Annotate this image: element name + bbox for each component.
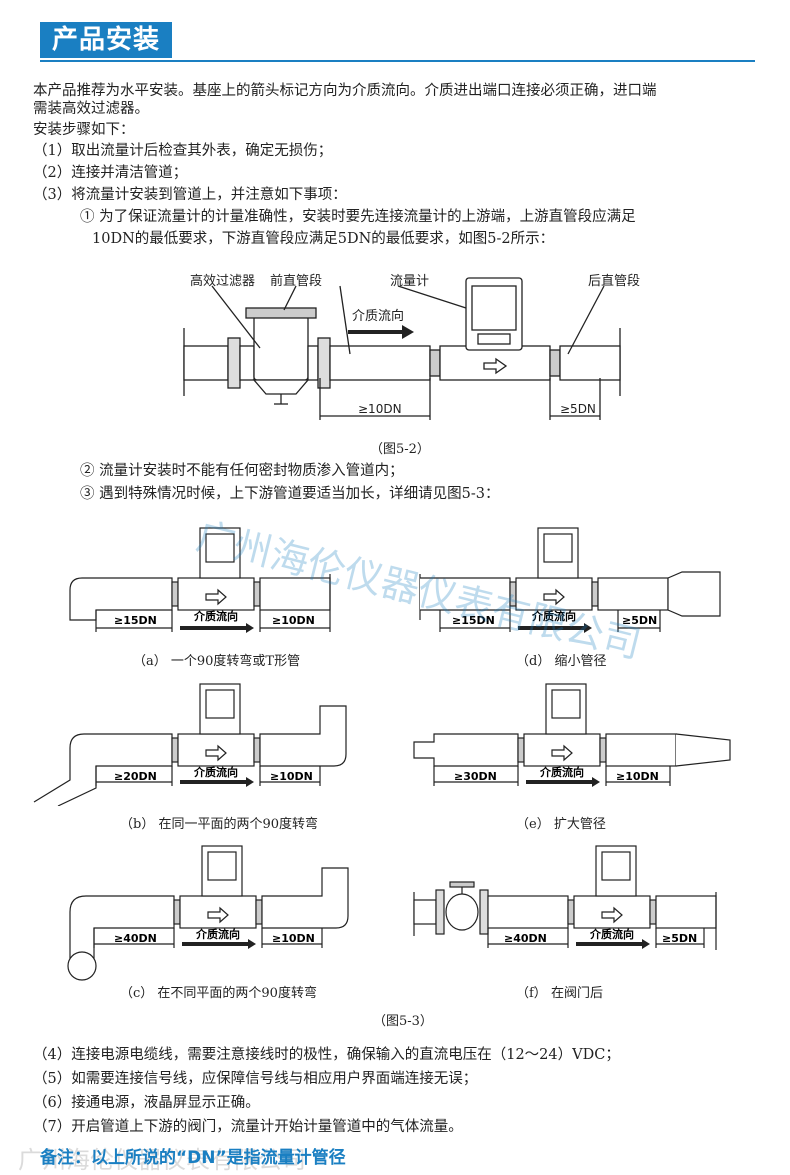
front-section-label: 前直管段 bbox=[270, 273, 322, 289]
title-divider bbox=[40, 60, 755, 62]
back-section-label: 后直管段 bbox=[588, 274, 640, 289]
fig-f-flow-label: 介质流向 bbox=[589, 927, 634, 941]
fig-f-downstream-dim: ≥5DN bbox=[662, 932, 697, 945]
step-2: （2）连接并清洁管道； bbox=[33, 165, 188, 181]
step-4: （4）连接电源电缆线，需要注意接线时的极性，确保输入的直流电压在（12～24）V… bbox=[33, 1047, 620, 1063]
step-1: （1）取出流量计后检查其外表，确定无损伤； bbox=[33, 143, 333, 159]
filter-label: 高效过滤器 bbox=[190, 273, 255, 289]
step-3-note-2: ② 流量计安装时不能有任何密封物质渗入管道内； bbox=[80, 463, 404, 479]
fig-d-flow-label: 介质流向 bbox=[531, 609, 576, 623]
fig-d-caption: （d） 缩小管径 bbox=[516, 654, 607, 669]
fig-c-caption: （c） 在不同平面的两个90度转弯 bbox=[120, 986, 317, 1001]
footnote: 备注：以上所说的“DN”是指流量计管径 bbox=[40, 1148, 346, 1168]
downstream-dim-label: ≥5DN bbox=[560, 402, 596, 416]
fig-f-caption: （f） 在阀门后 bbox=[516, 986, 603, 1001]
figure-5-3-a: ≥15DN 介质流向 ≥10DN bbox=[69, 527, 331, 633]
step-3-note-3: ③ 遇到特殊情况时候，上下游管道要适当加长，详细请见图5-3： bbox=[80, 486, 500, 502]
footer-watermark: 广州海伦仪器仪表有限公司 bbox=[18, 1146, 306, 1174]
fig-a-flow-label: 介质流向 bbox=[193, 609, 238, 623]
page-title: 产品安装 bbox=[40, 22, 172, 58]
figure-5-3-d: ≥15DN 介质流向 ≥5DN bbox=[419, 527, 721, 633]
fig-b-flow-label: 介质流向 bbox=[193, 765, 238, 779]
step-5: （5）如需要连接信号线，应保障信号线与相应用户界面端连接无误； bbox=[33, 1071, 478, 1087]
fig-a-upstream-dim: ≥15DN bbox=[114, 614, 157, 627]
fig-d-upstream-dim: ≥15DN bbox=[452, 614, 495, 627]
fig-b-caption: （b） 在同一平面的两个90度转弯 bbox=[120, 817, 318, 832]
fig-a-caption: （a） 一个90度转弯或T形管 bbox=[133, 654, 301, 669]
step-7: （7）开启管道上下游的阀门，流量计开始计量管道中的气体流量。 bbox=[33, 1119, 463, 1135]
fig-e-flow-label: 介质流向 bbox=[539, 765, 584, 779]
intro-line-3: 安装步骤如下： bbox=[33, 122, 135, 138]
upstream-dim-label: ≥10DN bbox=[358, 402, 402, 416]
intro-line-1: 本产品推荐为水平安装。基座上的箭头标记方向为介质流向。介质进出端口连接必须正确，… bbox=[33, 83, 657, 99]
figure-5-3-b: ≥20DN 介质流向 ≥10DN bbox=[33, 683, 347, 806]
fig-c-upstream-dim: ≥40DN bbox=[114, 932, 157, 945]
figure-5-3-c: ≥40DN 介质流向 ≥10DN bbox=[67, 845, 349, 981]
meter-label: 流量计 bbox=[390, 274, 429, 289]
fig-c-flow-label: 介质流向 bbox=[195, 927, 240, 941]
fig-e-downstream-dim: ≥10DN bbox=[616, 770, 659, 783]
fig-a-downstream-dim: ≥10DN bbox=[272, 614, 315, 627]
intro-line-2: 需装高效过滤器。 bbox=[33, 101, 149, 117]
fig-f-upstream-dim: ≥40DN bbox=[504, 932, 547, 945]
fig-e-upstream-dim: ≥30DN bbox=[454, 770, 497, 783]
step-3-note-1-cont: 10DN的最低要求，下游直管段应满足5DN的最低要求，如图5-2所示： bbox=[92, 231, 555, 247]
step-3-note-1: ① 为了保证流量计的计量准确性，安装时要先连接流量计的上游端，上游直管段应满足 bbox=[80, 209, 636, 225]
step-3: （3）将流量计安装到管道上，并注意如下事项： bbox=[33, 187, 347, 203]
figure-5-3-e: ≥30DN 介质流向 ≥10DN bbox=[413, 683, 731, 787]
figure-5-3-f: ≥40DN 介质流向 ≥5DN bbox=[413, 845, 717, 950]
figure-5-2: 高效过滤器 前直管段 流量计 后直管段 介质流向 ≥10DN ≥5DN bbox=[183, 273, 640, 420]
fig-c-downstream-dim: ≥10DN bbox=[272, 932, 315, 945]
figure-5-3-caption: （图5-3） bbox=[373, 1014, 433, 1029]
figure-5-2-caption: （图5-2） bbox=[370, 442, 430, 457]
flow-direction-label: 介质流向 bbox=[352, 308, 404, 324]
step-6: （6）接通电源，液晶屏显示正确。 bbox=[33, 1095, 260, 1111]
fig-b-downstream-dim: ≥10DN bbox=[270, 770, 313, 783]
fig-d-downstream-dim: ≥5DN bbox=[622, 614, 657, 627]
fig-e-caption: （e） 扩大管径 bbox=[516, 817, 606, 832]
fig-b-upstream-dim: ≥20DN bbox=[114, 770, 157, 783]
